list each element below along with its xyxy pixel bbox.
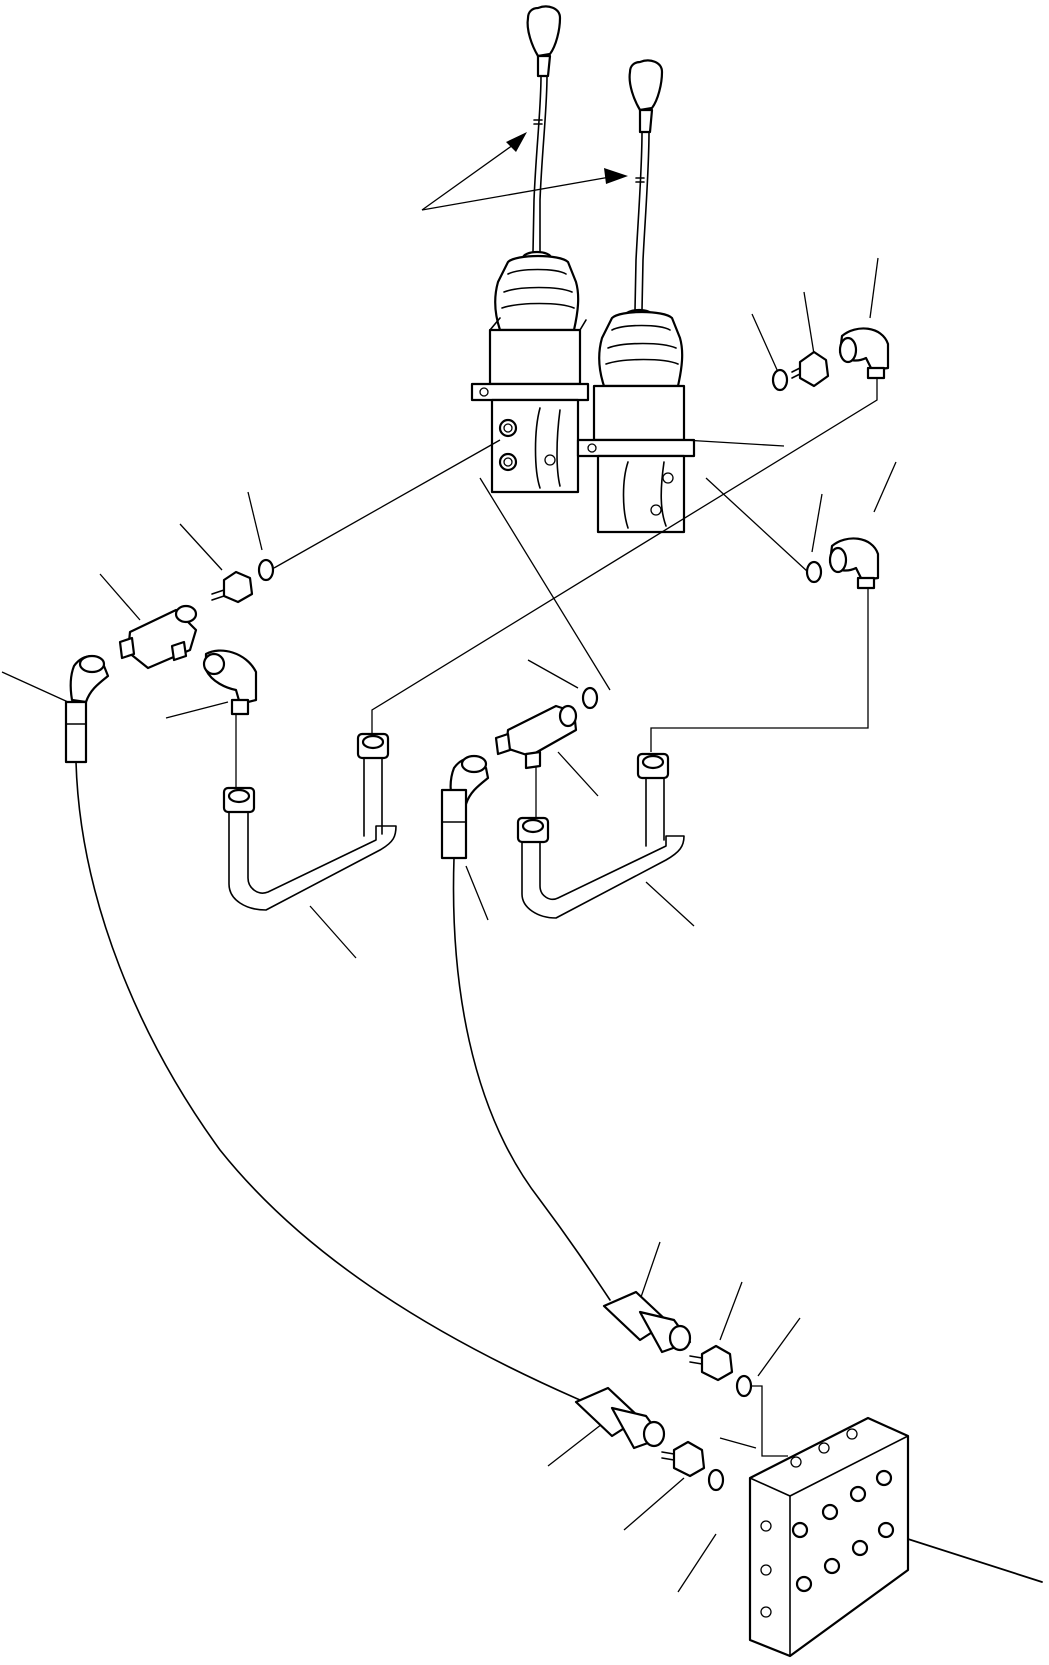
adapter-upper-right bbox=[791, 350, 830, 388]
control-lever-left bbox=[521, 5, 562, 266]
hose-ferrule-upper bbox=[602, 1290, 692, 1354]
o-ring-lower-lower bbox=[707, 1468, 725, 1492]
o-ring-middle-right bbox=[805, 560, 823, 584]
tee-fitting-left bbox=[118, 604, 198, 670]
hose-end-left bbox=[64, 654, 110, 764]
elbow-fitting-upper-right bbox=[838, 327, 890, 380]
adapter-lower-upper bbox=[689, 1344, 734, 1382]
elbow-fitting-left bbox=[202, 649, 258, 716]
u-tube-left bbox=[222, 732, 397, 911]
pilot-valve-right bbox=[576, 310, 696, 534]
o-ring-lower-upper bbox=[735, 1374, 753, 1398]
callout-arrows bbox=[506, 132, 1043, 1583]
elbow-fitting-middle-right bbox=[828, 537, 880, 590]
u-tube-right bbox=[516, 752, 685, 919]
adapter-left bbox=[211, 570, 254, 604]
o-ring-upper-right bbox=[771, 368, 789, 392]
hose-ferrule-lower bbox=[574, 1386, 666, 1450]
pilot-valve-left bbox=[470, 254, 590, 494]
o-ring-center bbox=[581, 686, 599, 710]
hose-center bbox=[452, 857, 611, 1301]
o-ring-left bbox=[257, 558, 275, 582]
connection-lines bbox=[1, 139, 897, 1593]
manifold-block bbox=[748, 1416, 910, 1658]
control-lever-right bbox=[623, 59, 664, 324]
tee-fitting-center bbox=[494, 704, 578, 770]
hose-end-center bbox=[440, 754, 490, 860]
hose-left bbox=[75, 761, 581, 1401]
adapter-lower-lower bbox=[661, 1440, 706, 1478]
